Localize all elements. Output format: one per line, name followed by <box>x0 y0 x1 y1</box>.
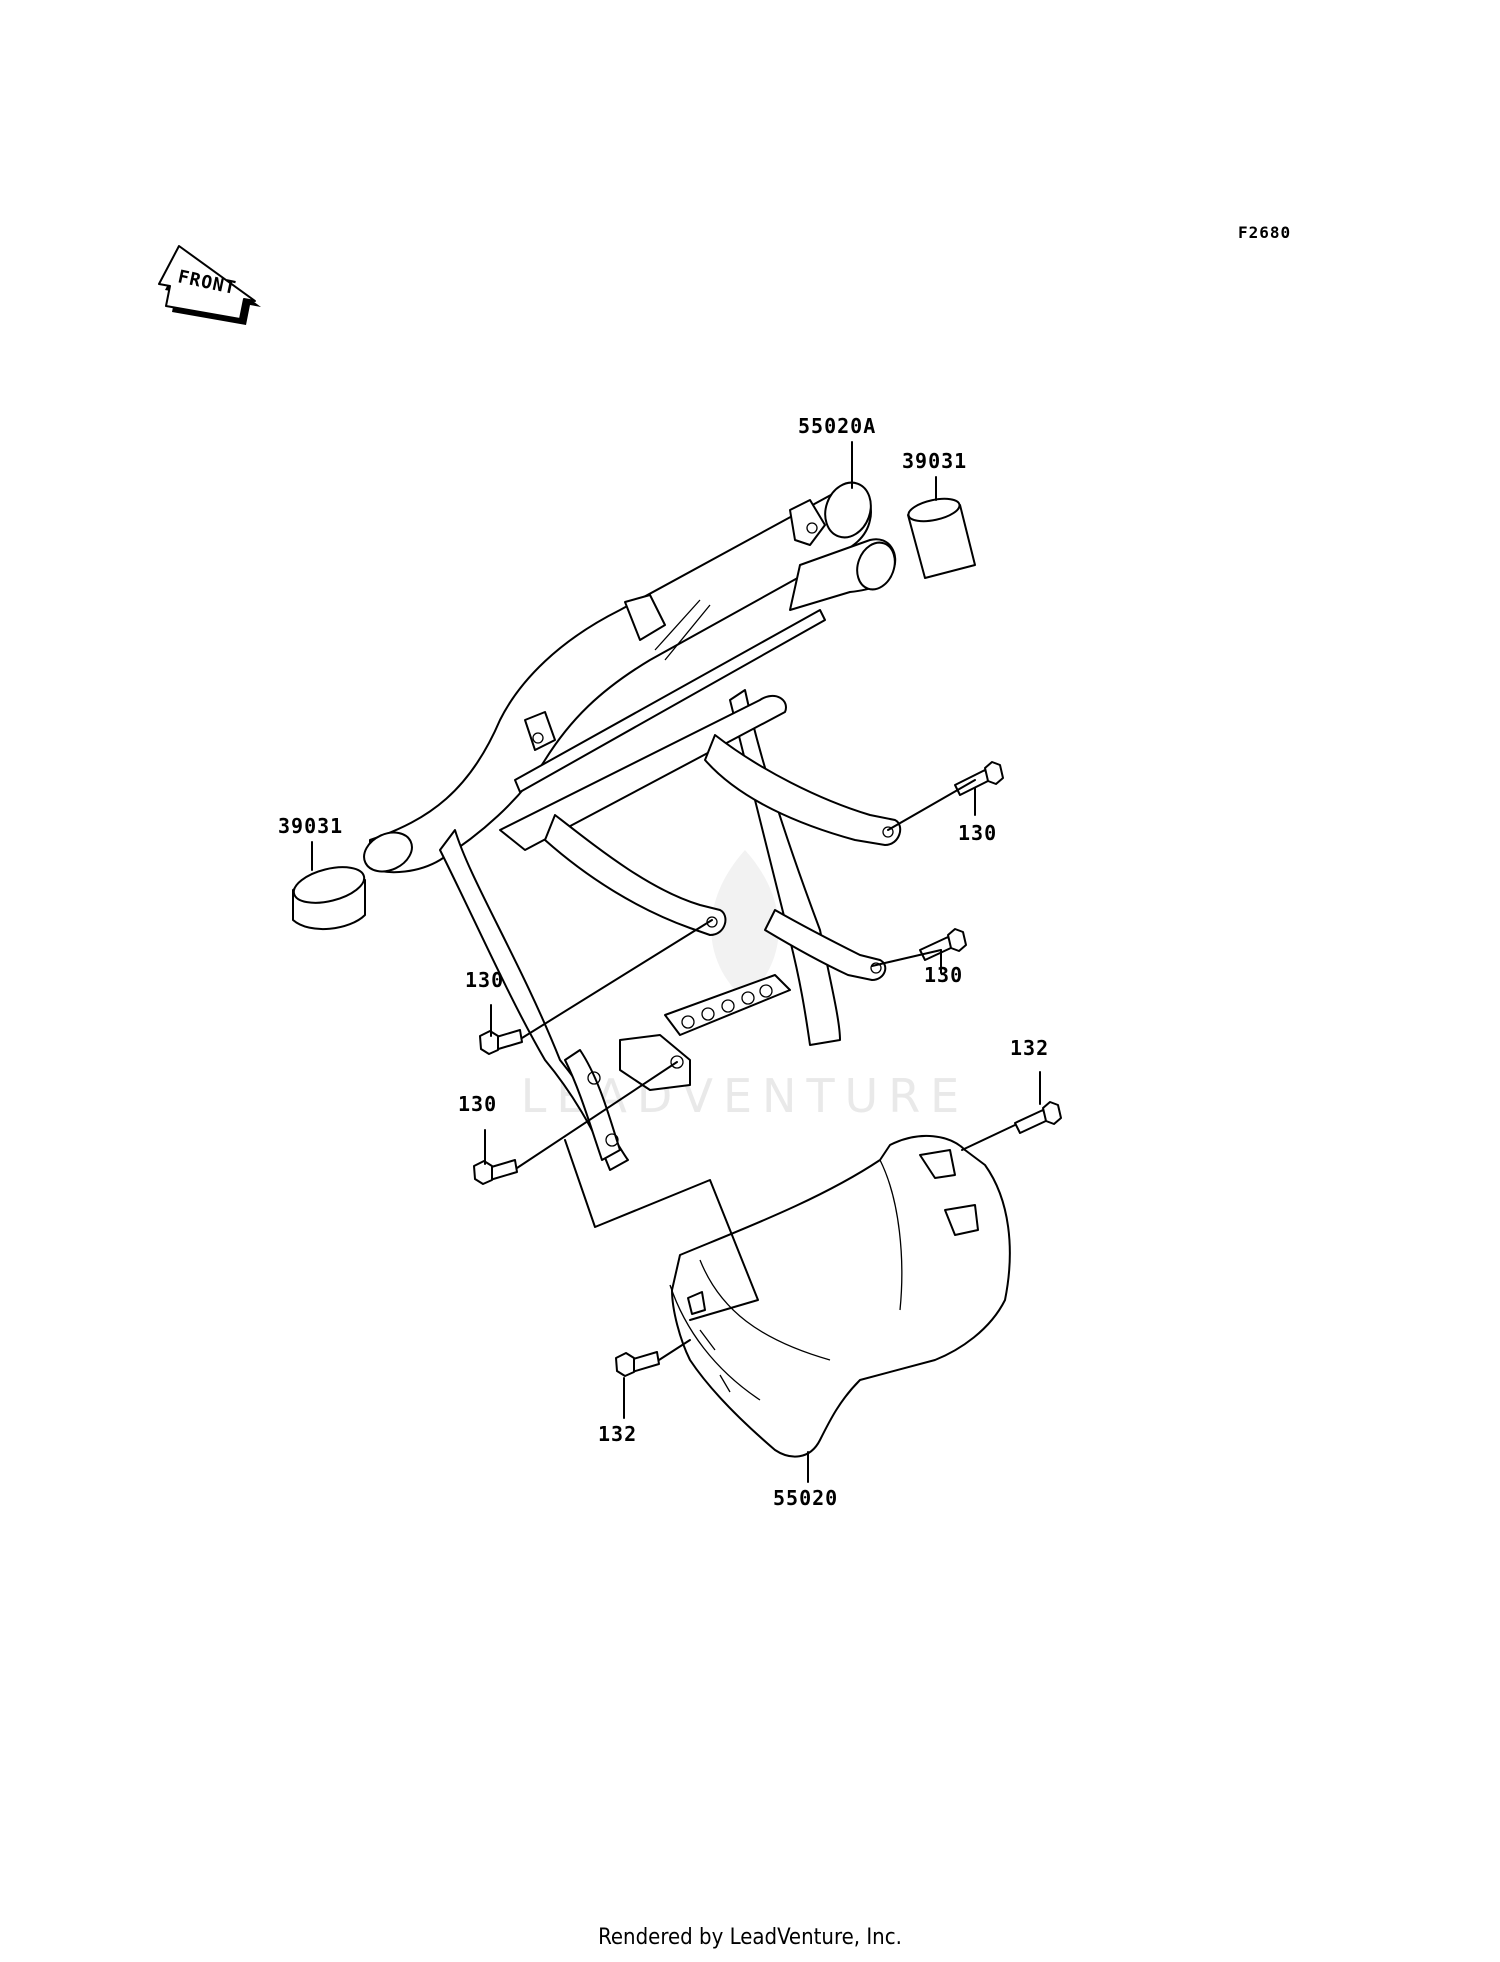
callout-132-left: 132 <box>598 1422 637 1446</box>
tube-cap-left-icon <box>292 866 366 931</box>
callout-labels: 55020A 39031 39031 130 130 130 130 132 1… <box>278 414 1049 1510</box>
bolt-130-left-upper-icon <box>479 1029 523 1055</box>
callout-130-left-lower: 130 <box>458 1092 497 1116</box>
callout-130-right-lower: 130 <box>924 963 963 987</box>
footer-credit: Rendered by LeadVenture, Inc. <box>598 1925 902 1950</box>
bolt-130-left-lower-icon <box>473 1159 518 1185</box>
callout-55020A: 55020A <box>798 414 876 438</box>
callout-39031-right: 39031 <box>902 449 967 473</box>
callout-130-left-upper: 130 <box>465 968 504 992</box>
bolt-130-right-upper-icon <box>954 761 1004 796</box>
bolt-132-left-icon <box>615 1351 660 1377</box>
skid-plate-icon <box>669 1134 1011 1458</box>
bolt-130-right-lower-icon <box>919 928 967 961</box>
tube-cap-right-icon <box>907 497 976 579</box>
callout-55020: 55020 <box>773 1486 838 1510</box>
front-arrow-icon: FRONT <box>158 245 261 325</box>
guard-frame-icon <box>363 481 902 1171</box>
mounting-bracket-lines <box>564 1139 759 1321</box>
callout-130-right-upper: 130 <box>958 821 997 845</box>
bolt-132-right-icon <box>1014 1101 1062 1134</box>
leader-lines <box>311 441 1041 1483</box>
callout-132-right: 132 <box>1010 1036 1049 1060</box>
callout-39031-left: 39031 <box>278 814 343 838</box>
figure-code: F2680 <box>1238 223 1291 242</box>
